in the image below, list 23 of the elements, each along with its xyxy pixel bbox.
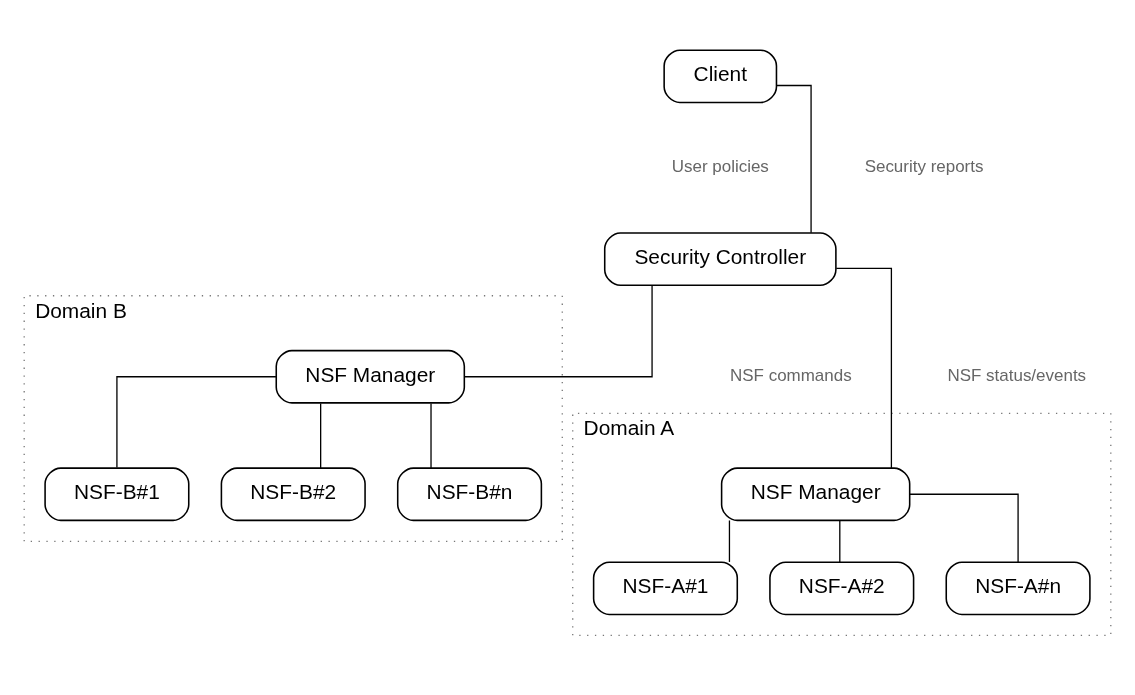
node-box: NSF-B#1 (44, 466, 190, 521)
connector (320, 402, 322, 469)
node-box: NSF-A#1 (592, 560, 739, 615)
node-box: Client (663, 48, 778, 103)
connector (776, 84, 812, 233)
connector (116, 375, 277, 468)
label: NSF commands (730, 365, 852, 385)
connector (430, 402, 432, 469)
node-box: NSF-A#n (945, 560, 1091, 615)
connector (835, 267, 893, 469)
node-box: NSF Manager (275, 349, 466, 404)
node-box: NSF Manager (720, 466, 911, 521)
connector (463, 284, 653, 377)
connector (909, 493, 1019, 563)
node-box: NSF-B#n (396, 466, 543, 521)
node-box: NSF-A#2 (769, 560, 915, 615)
node-box: Security Controller (603, 231, 837, 286)
label: Security reports (864, 156, 984, 176)
node-box: NSF-B#2 (220, 466, 366, 521)
label: NSF status/events (947, 365, 1087, 385)
connector (728, 519, 731, 563)
connector (839, 519, 841, 563)
label: User policies (671, 156, 769, 176)
